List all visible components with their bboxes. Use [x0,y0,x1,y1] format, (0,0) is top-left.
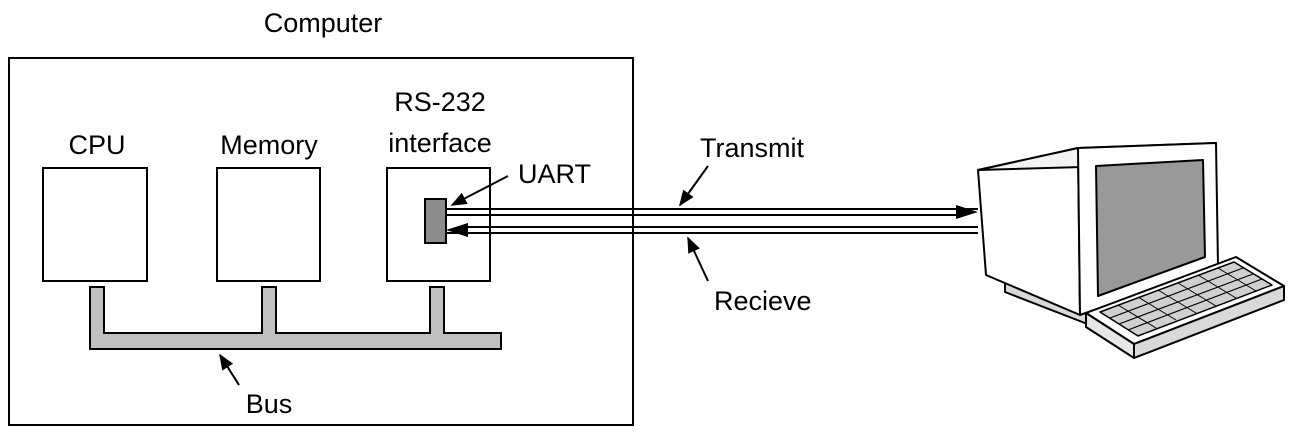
uart-chip [425,199,446,243]
rs232-label-line2: interface [388,128,492,158]
transmit-label: Transmit [700,133,805,163]
memory-label: Memory [220,130,318,160]
memory-box [217,168,320,281]
terminal-icon [978,143,1284,358]
transmit-arrowhead [956,205,978,219]
receive-pointer-arrow [688,238,708,281]
bus-pointer-arrow [220,355,239,385]
receive-label: Recieve [714,286,812,316]
monitor-side [978,148,1080,315]
cpu-box [43,168,147,281]
transmit-pointer-arrow [680,166,708,205]
cpu-label: CPU [68,130,125,160]
rs232-label-line1: RS-232 [394,87,486,117]
system-bus [90,287,501,349]
bus-label: Bus [246,389,293,419]
computer-title: Computer [264,8,383,38]
uart-label: UART [518,159,591,189]
